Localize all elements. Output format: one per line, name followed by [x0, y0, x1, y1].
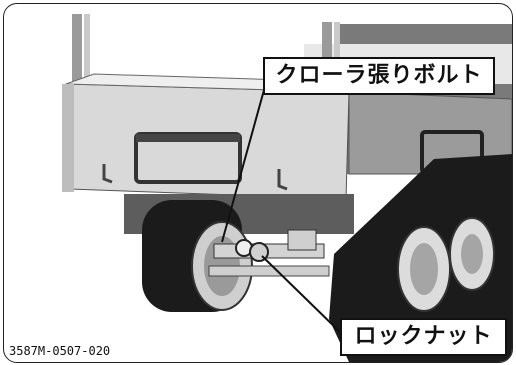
- callout-lock-nut: ロックナット: [340, 318, 507, 356]
- right-post: [322, 22, 332, 82]
- axle: [208, 265, 330, 277]
- leader-line-lock-nut: [261, 255, 343, 335]
- left-post: [72, 14, 82, 104]
- hook-right: [277, 169, 288, 191]
- bracket: [287, 229, 317, 251]
- crawler-carrier-illustration: [62, 14, 512, 362]
- illustration-frame: クローラ張りボルト ロックナット 3587M-0507-020: [3, 3, 513, 363]
- cargo-box-left-edge: [62, 84, 74, 192]
- left-post-highlight: [84, 14, 90, 104]
- figure-id: 3587M-0507-020: [9, 344, 111, 358]
- tailgate-handle-bar: [136, 134, 240, 142]
- right-roller-2-hub: [461, 234, 483, 274]
- hook-left: [102, 164, 113, 184]
- right-roller-1-hub: [410, 243, 438, 295]
- leader-line-tension-bolt: [221, 89, 265, 243]
- callout-crawler-tension-bolt: クローラ張りボルト: [263, 57, 495, 95]
- right-post-highlight: [334, 22, 340, 82]
